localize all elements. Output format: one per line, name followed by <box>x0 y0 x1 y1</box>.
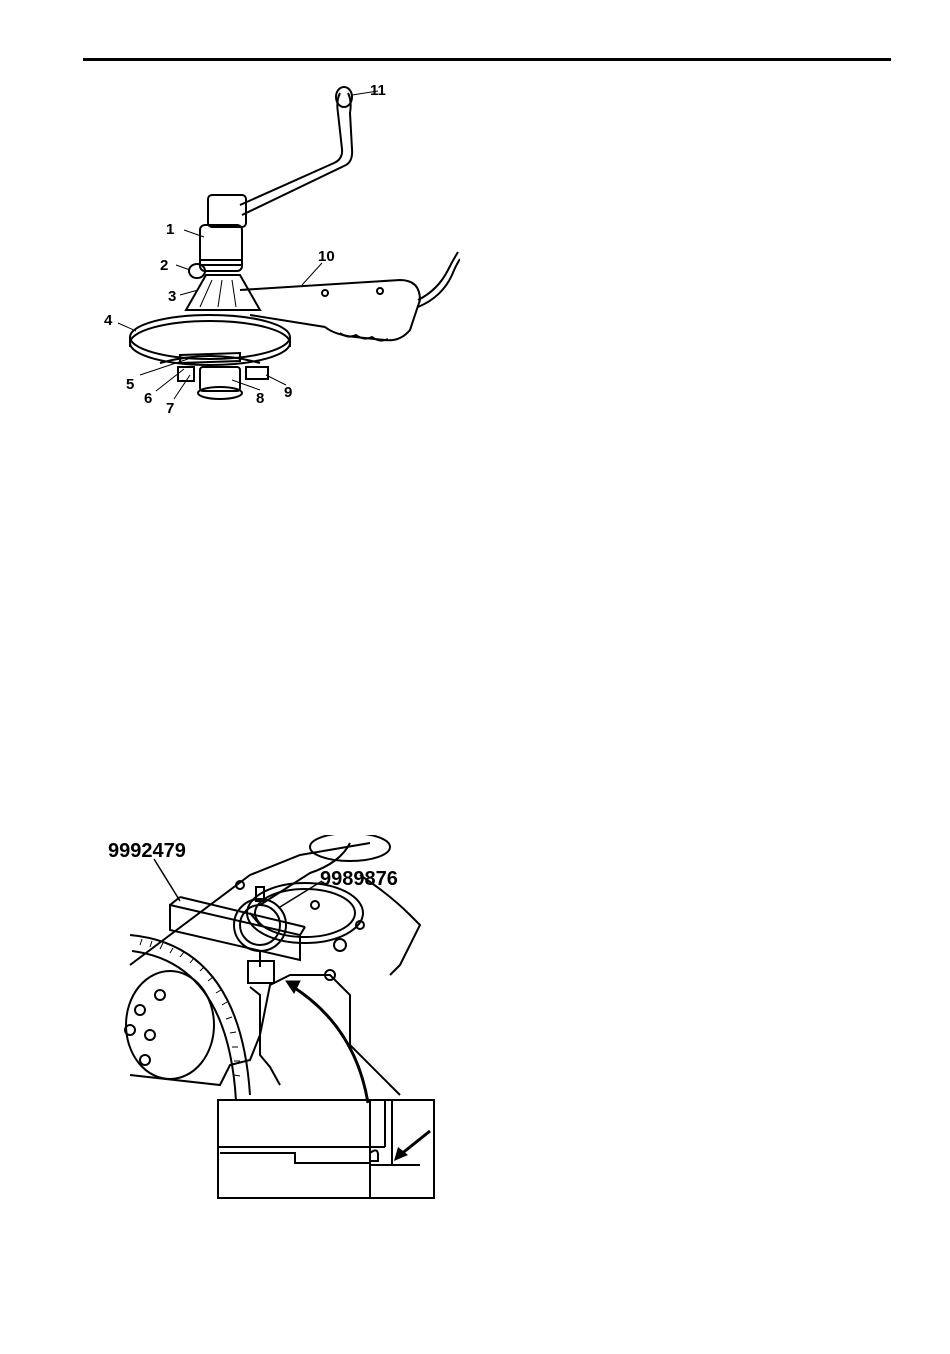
callout-9: 9 <box>284 384 292 401</box>
callout-10: 10 <box>318 248 335 265</box>
tool-number-9992479: 9992479 <box>108 840 186 862</box>
callout-2: 2 <box>160 257 168 274</box>
header-rule <box>83 58 891 61</box>
figure-tool-assembly: 11 1 2 3 4 5 6 7 8 9 10 <box>100 75 460 425</box>
callout-5: 5 <box>126 376 134 393</box>
callout-3: 3 <box>168 288 176 305</box>
tool-number-9989876: 9989876 <box>320 868 398 890</box>
callout-1: 1 <box>166 221 174 238</box>
tool-assembly-illustration: 11 1 2 3 4 5 6 7 8 9 10 <box>100 75 460 425</box>
measurement-illustration: 9992479 9989876 <box>100 835 445 1205</box>
figure-measurement-setup: 9992479 9989876 <box>100 835 445 1205</box>
callout-11: 11 <box>370 82 386 99</box>
callout-7: 7 <box>166 400 174 417</box>
callout-8: 8 <box>256 390 264 407</box>
callout-4: 4 <box>104 312 113 329</box>
callout-6: 6 <box>144 390 152 407</box>
